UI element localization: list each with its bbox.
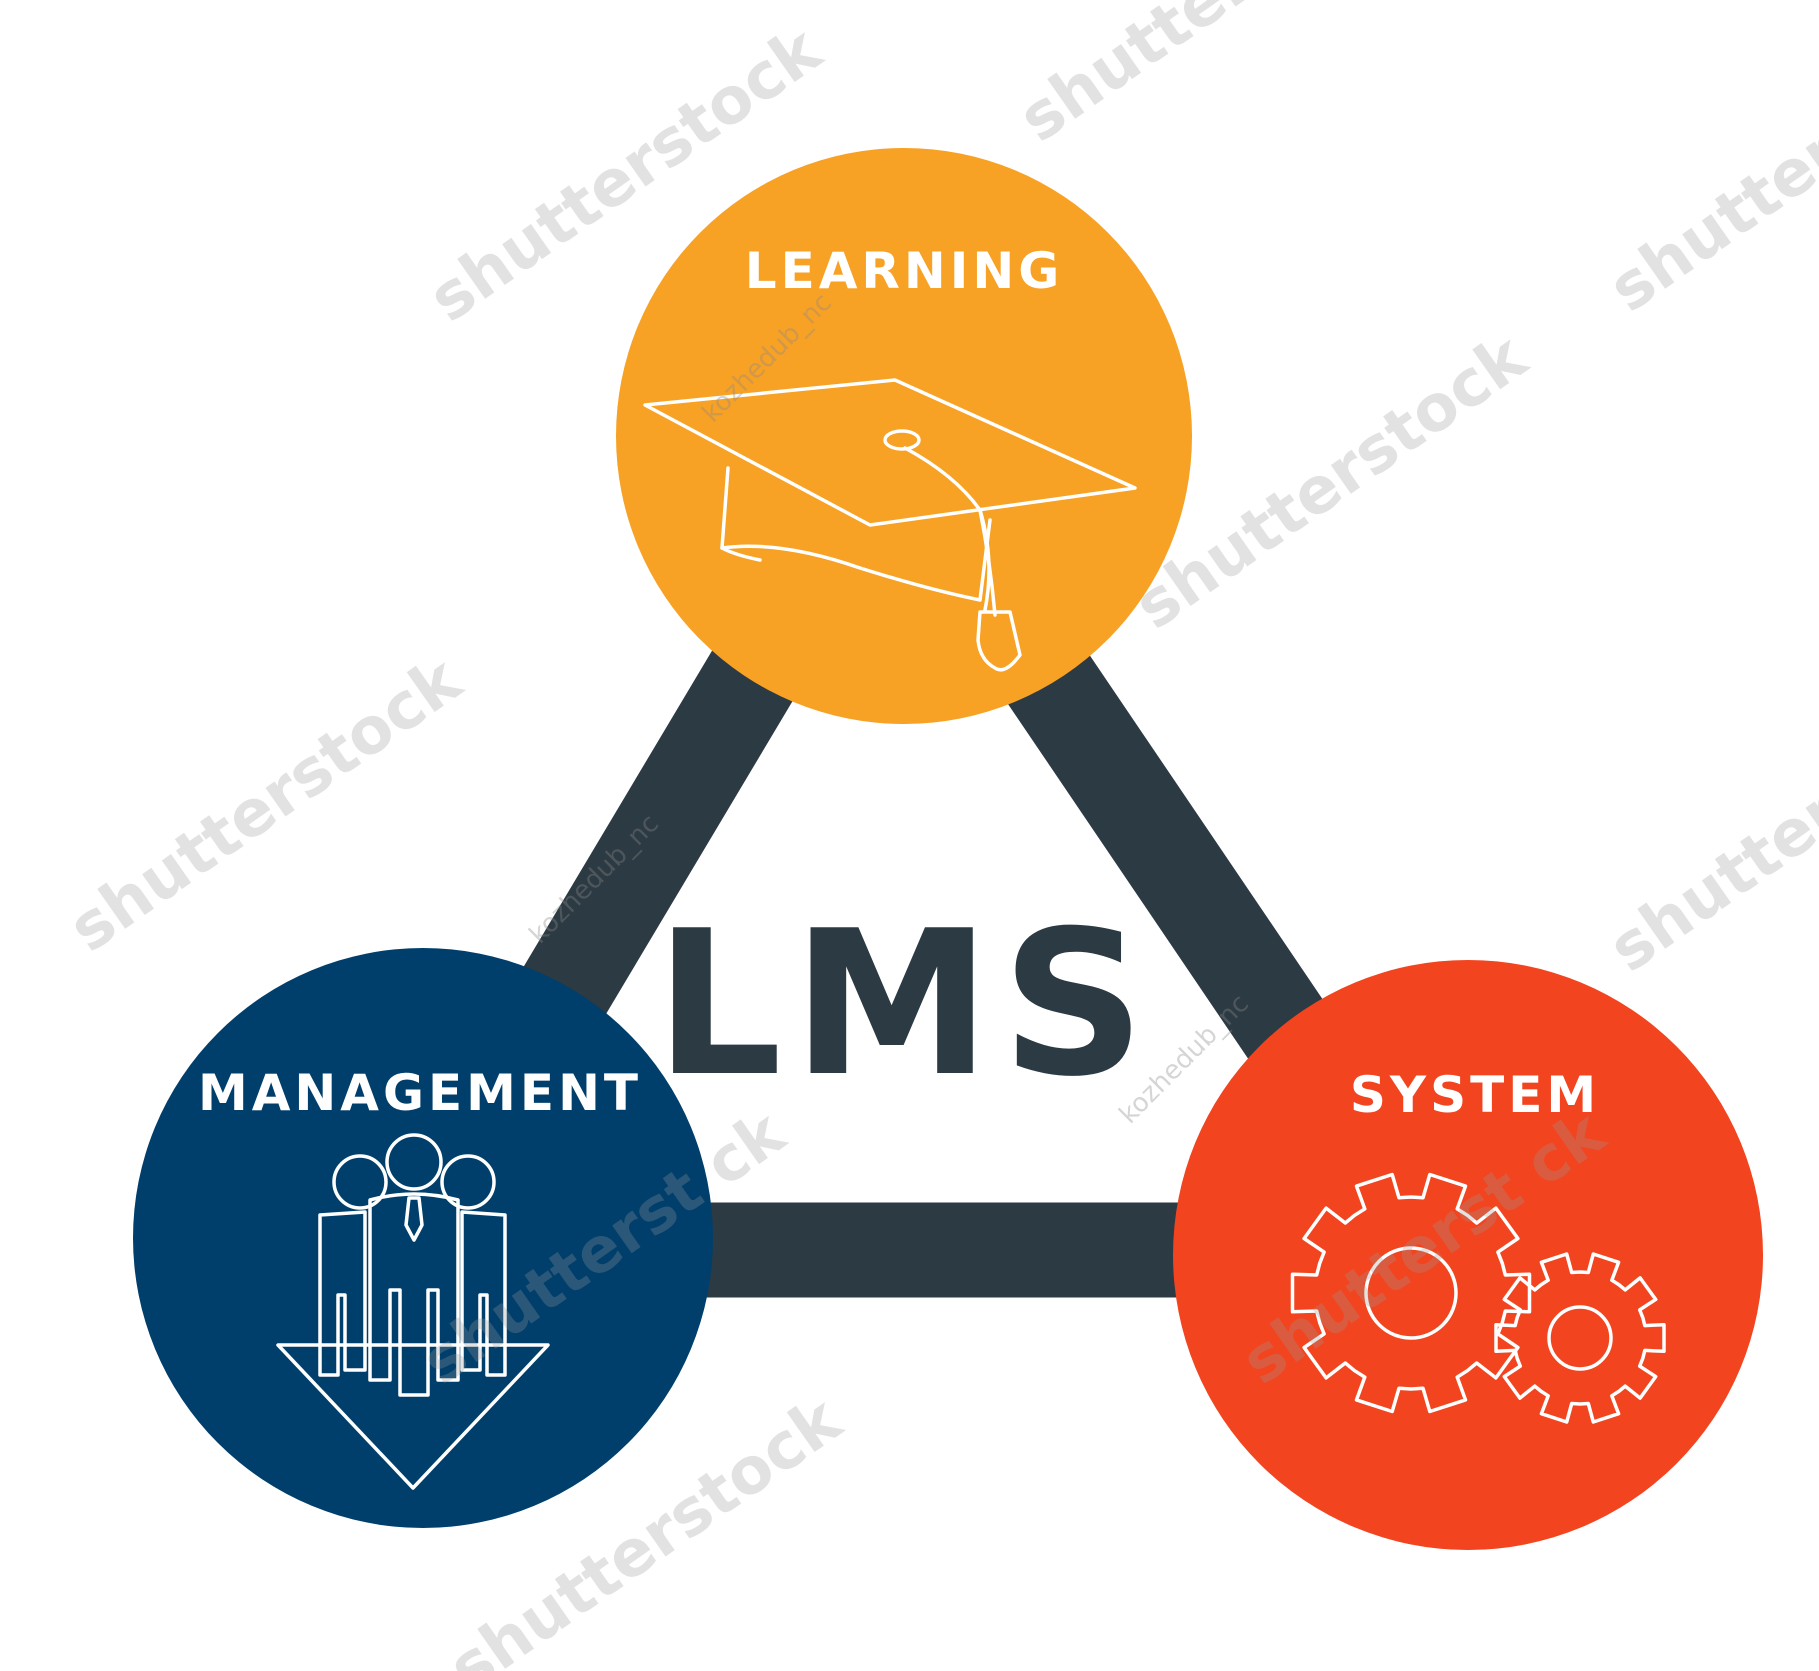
team-down-arrow-icon: [276, 1133, 550, 1490]
large-gear-outline: [1290, 1172, 1532, 1414]
watermark-brand: shutterstock: [1596, 662, 1819, 986]
learning-label: LEARNING: [745, 242, 1064, 300]
learning-circle: [616, 148, 1192, 724]
graduation-cap-icon: [643, 378, 1137, 672]
management-label: MANAGEMENT: [198, 1064, 642, 1122]
management-node: MANAGEMENT: [133, 948, 713, 1528]
management-circle: [133, 948, 713, 1528]
system-node: SYSTEM: [1173, 960, 1763, 1550]
watermark-brand: shutterstock: [56, 642, 475, 966]
watermark-brand: shutterstock: [1596, 2, 1819, 326]
learning-node: LEARNING: [616, 148, 1192, 724]
small-gear-outline: [1494, 1252, 1666, 1424]
center-label: LMS: [655, 888, 1156, 1121]
system-label: SYSTEM: [1350, 1066, 1600, 1124]
gears-icon: [1290, 1172, 1666, 1424]
watermark-brand: shutterstock: [1006, 0, 1425, 157]
